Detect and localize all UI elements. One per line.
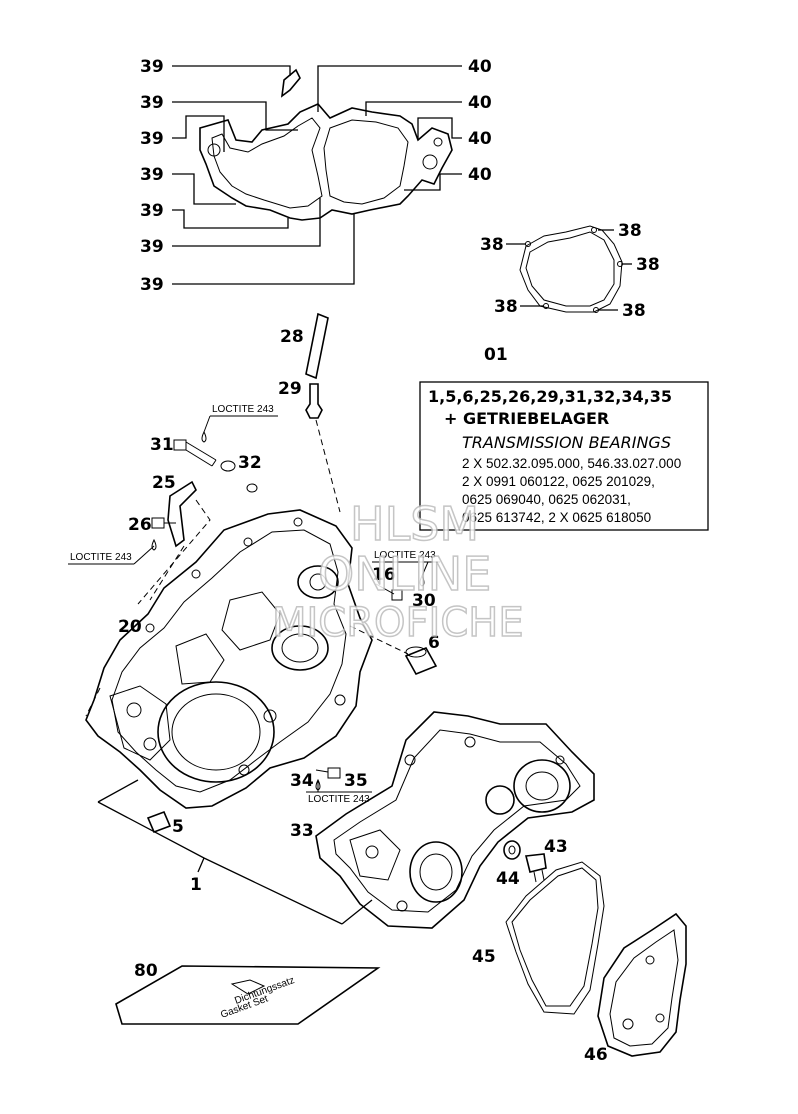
loctite-label: LOCTITE 243 (212, 404, 274, 415)
breather-hose (305, 312, 341, 513)
ignition-gasket-leaders (506, 229, 632, 311)
callout-01: 01 (484, 345, 508, 365)
bolt-31 (173, 439, 217, 467)
callout-45: 45 (472, 947, 496, 967)
callout-29: 29 (278, 379, 302, 399)
callout-33: 33 (290, 821, 314, 841)
kit-parts-list: 1,5,6,25,26,29,31,32,34,35 (428, 387, 672, 406)
callout-5: 5 (172, 817, 184, 837)
kit-contents-box: 1,5,6,25,26,29,31,32,34,35 + GETRIEBELAG… (419, 381, 709, 531)
loctite-label: LOCTITE 243 (374, 550, 436, 561)
callout-39: 39 (140, 275, 164, 295)
callout-38: 38 (622, 301, 646, 321)
screw-35 (315, 767, 341, 779)
watermark-text: ONLINE (318, 547, 491, 601)
kit-bearings-de: + GETRIEBELAGER (444, 409, 609, 428)
kit-part-numbers-3: 0625 069040, 0625 062031, (462, 492, 631, 507)
callout-38: 38 (480, 235, 504, 255)
loctite-label: LOCTITE 243 (308, 794, 370, 805)
screw-16 (375, 583, 403, 601)
watermark-text: HLSM (350, 497, 479, 551)
loctite-label: LOCTITE 243 (70, 552, 132, 563)
callout-39: 39 (140, 201, 164, 221)
callout-39: 39 (140, 165, 164, 185)
callout-30: 30 (412, 591, 436, 611)
callout-39: 39 (140, 57, 164, 77)
callout-20: 20 (118, 617, 142, 637)
kit-part-numbers-1: 2 X 502.32.095.000, 546.33.027.000 (462, 456, 681, 471)
callout-26: 26 (128, 515, 152, 535)
washer-44 (503, 840, 521, 860)
cylinder-base-gasket (199, 68, 453, 221)
callout-43: 43 (544, 837, 568, 857)
callout-44: 44 (496, 869, 520, 889)
callout-40: 40 (468, 165, 492, 185)
callout-46: 46 (584, 1045, 608, 1065)
ignition-cover (597, 912, 687, 1057)
gasket-leader-lines (172, 65, 462, 285)
callout-38: 38 (494, 297, 518, 317)
bracket-25 (167, 480, 197, 548)
clutch-cover-gasket (505, 861, 605, 1015)
ignition-gasket (519, 225, 623, 313)
callout-39: 39 (140, 129, 164, 149)
callout-38: 38 (636, 255, 660, 275)
callout-16: 16 (372, 565, 396, 585)
crankcase-right-half (315, 711, 595, 929)
plug-43 (525, 853, 547, 883)
callout-38: 38 (618, 221, 642, 241)
callout-31: 31 (150, 435, 174, 455)
callout-40: 40 (468, 129, 492, 149)
callout-6: 6 (428, 633, 440, 653)
callout-34: 34 (290, 771, 314, 791)
kit-bearings-en: TRANSMISSION BEARINGS (462, 433, 671, 452)
callout-35: 35 (344, 771, 368, 791)
callout-39: 39 (140, 93, 164, 113)
callout-1: 1 (190, 875, 202, 895)
screw-26 (151, 517, 176, 529)
callout-28: 28 (280, 327, 304, 347)
loctite-labels: LOCTITE 243 LOCTITE 243 LOCTITE 243 LOCT… (68, 404, 440, 805)
spacer-32 (220, 460, 258, 493)
watermark-text: MICROFICHE (272, 600, 524, 646)
callout-39: 39 (140, 237, 164, 257)
kit-part-numbers-2: 2 X 0991 060122, 0625 201029, (462, 474, 655, 489)
callout-25: 25 (152, 473, 176, 493)
bushing-6 (404, 646, 438, 676)
callout-32: 32 (238, 453, 262, 473)
callout-80: 80 (134, 961, 158, 981)
callout-40: 40 (468, 57, 492, 77)
watermark: HLSM ONLINE MICROFICHE (271, 496, 524, 647)
bushing-5 (146, 810, 172, 834)
crankcase-left-half (85, 509, 373, 809)
callout-40: 40 (468, 93, 492, 113)
kit-part-numbers-4: 0625 613742, 2 X 0625 618050 (462, 510, 651, 525)
assembly-leader-1 (97, 779, 373, 925)
